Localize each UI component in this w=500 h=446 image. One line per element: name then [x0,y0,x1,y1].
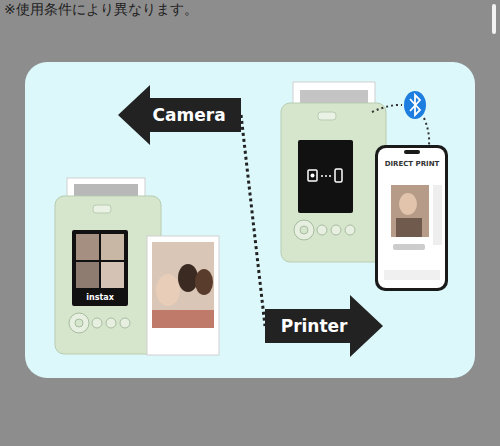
arrow-body [265,295,383,357]
note-text: ※使用条件により異なります。 [4,1,198,18]
arrow-label: Printer [281,318,348,335]
arrow-shape: Printer [265,295,383,357]
arrow-body [118,85,241,145]
screen-text: DIRECT PRINT [385,160,440,168]
arrow-shape: Camera [118,85,241,145]
screen-logo: instax [86,293,114,303]
arrow-label: Camera [153,107,226,124]
dotted-connector [241,115,265,326]
